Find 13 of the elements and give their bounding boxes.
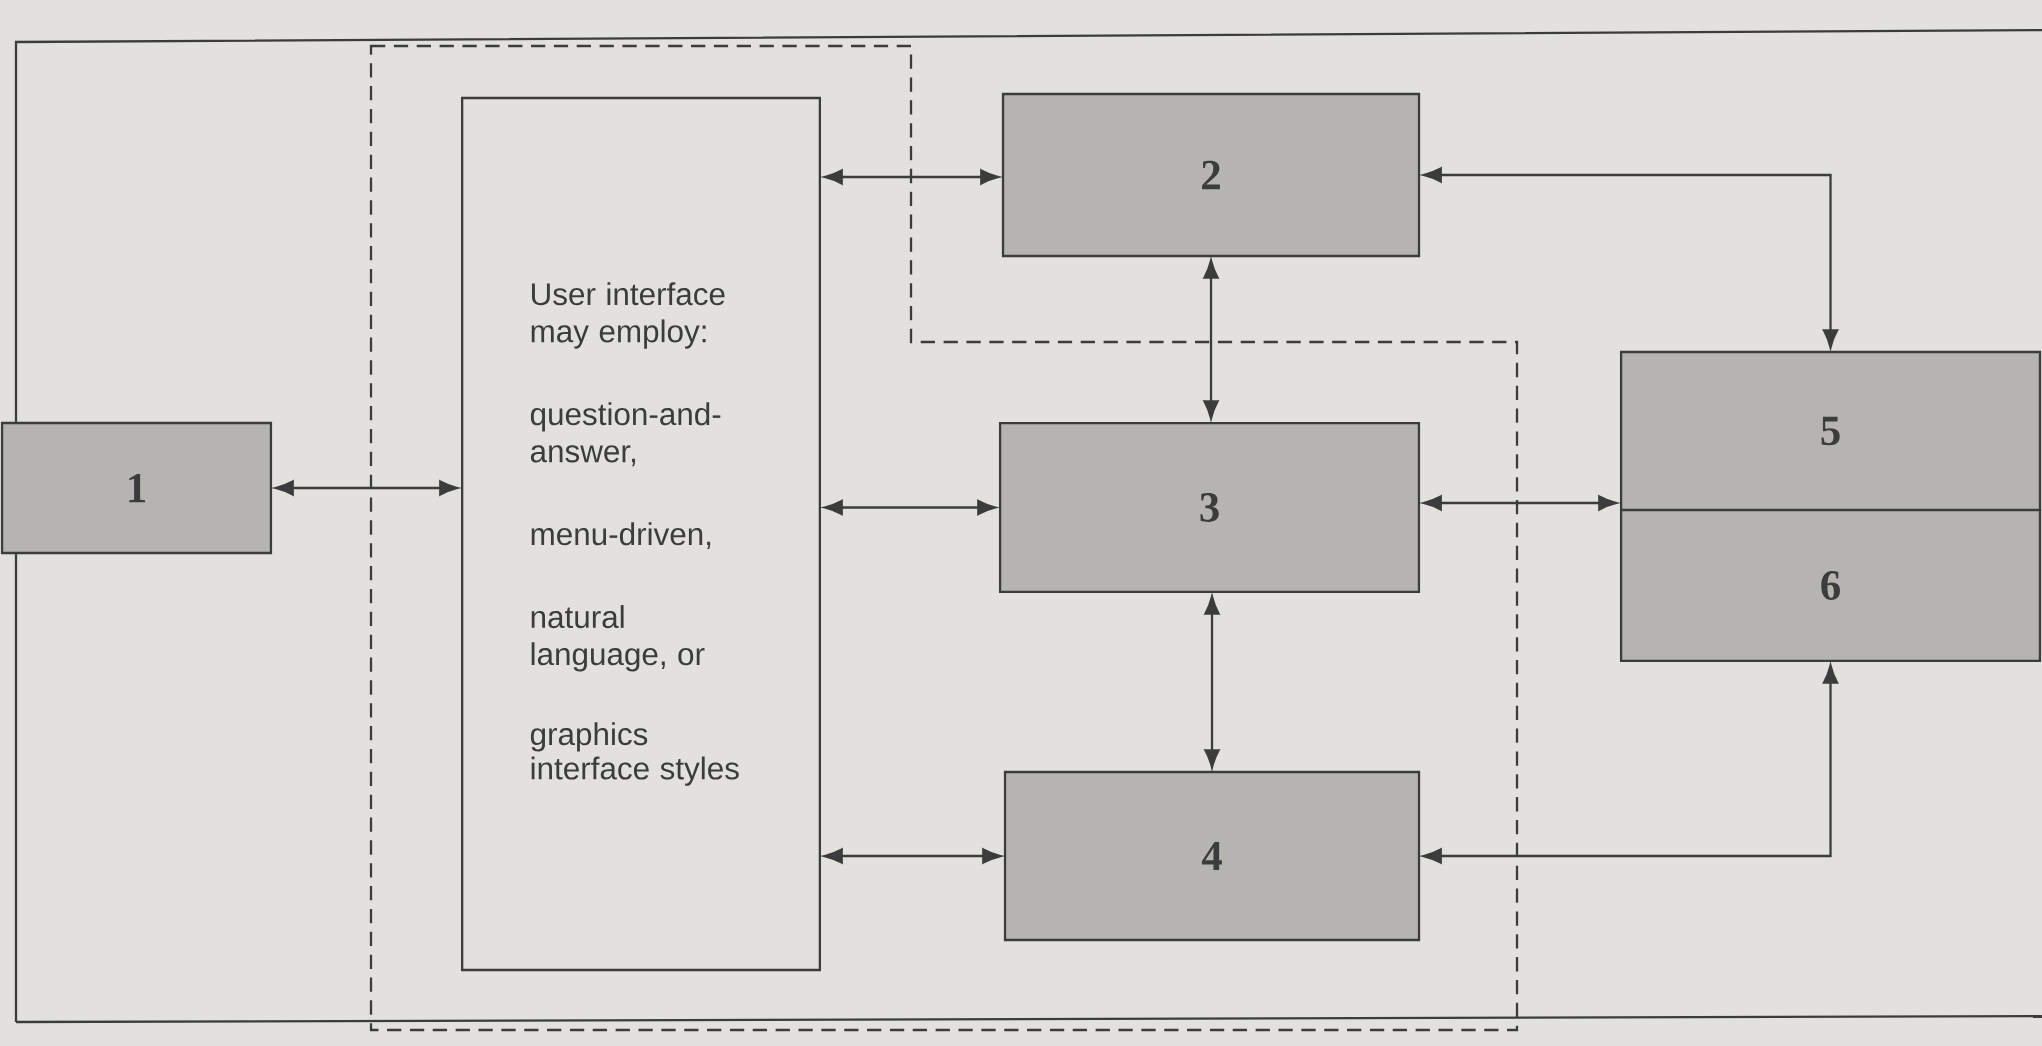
arrow bbox=[823, 169, 1000, 185]
process-box: 1 bbox=[0, 421, 273, 555]
arrow bbox=[1204, 595, 1220, 769]
arrow bbox=[1203, 259, 1219, 420]
text-box: User interface may employ: question-and-answer, menu-driven, natural language, or graphics interface styles bbox=[461, 96, 821, 972]
process-box: 2 bbox=[1001, 92, 1421, 258]
arrow bbox=[274, 480, 459, 496]
arrow bbox=[823, 848, 1002, 864]
process-box: 4 bbox=[1003, 770, 1421, 942]
process-box: 6 bbox=[1619, 508, 2042, 663]
arrow bbox=[1422, 495, 1618, 511]
process-box: 3 bbox=[998, 421, 1421, 594]
process-box: 5 bbox=[1619, 350, 2042, 512]
